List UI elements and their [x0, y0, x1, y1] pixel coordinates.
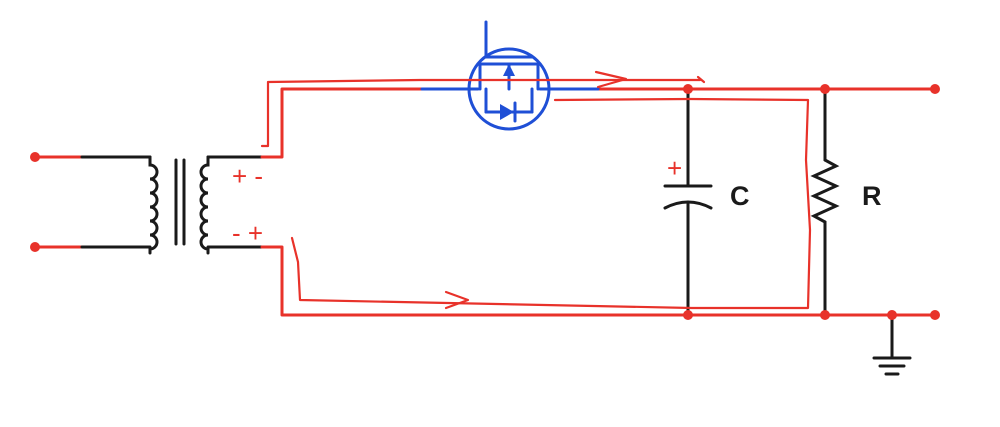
- junction-cap-bottom: [683, 310, 693, 320]
- capacitor: [663, 87, 713, 317]
- mosfet-arrow-icon: [503, 64, 515, 76]
- secondary-winding: [199, 155, 210, 255]
- output-terminal-top: [930, 84, 940, 94]
- current-arrow-top-icon: [594, 70, 628, 89]
- mosfet: [420, 20, 600, 131]
- current-path-outer-loop: [260, 78, 702, 148]
- transformer: [80, 155, 264, 255]
- input-terminal-bottom: [30, 242, 40, 252]
- secondary-bottom-polarity: - +: [232, 218, 263, 248]
- junction-res-top: [820, 84, 830, 94]
- junctions: [683, 84, 940, 320]
- input-terminals: [30, 152, 84, 252]
- mosfet-body-circle: [467, 47, 551, 131]
- junction-ground: [887, 310, 897, 320]
- current-path-annotation: [260, 70, 812, 310]
- capacitor-label: C: [730, 181, 750, 211]
- output-terminal-bottom: [930, 310, 940, 320]
- resistor-label: R: [862, 181, 882, 211]
- capacitor-polarity: +: [667, 153, 682, 183]
- diode-triangle-icon: [500, 104, 514, 120]
- ground-symbol: [872, 313, 912, 376]
- current-arrow-bottom-icon: [444, 290, 470, 310]
- secondary-top-polarity: + -: [232, 161, 263, 191]
- circuit-wires: [260, 87, 937, 317]
- primary-winding: [148, 155, 159, 255]
- current-path-inner-loop: [290, 97, 812, 310]
- current-path-tick: [696, 75, 706, 84]
- top-rail-left: [260, 87, 424, 159]
- bottom-rail: [260, 245, 937, 317]
- input-terminal-top: [30, 152, 40, 162]
- junction-res-bottom: [820, 310, 830, 320]
- junction-cap-top: [683, 84, 693, 94]
- resistor-zigzag: [810, 158, 840, 224]
- resistor: [810, 87, 840, 317]
